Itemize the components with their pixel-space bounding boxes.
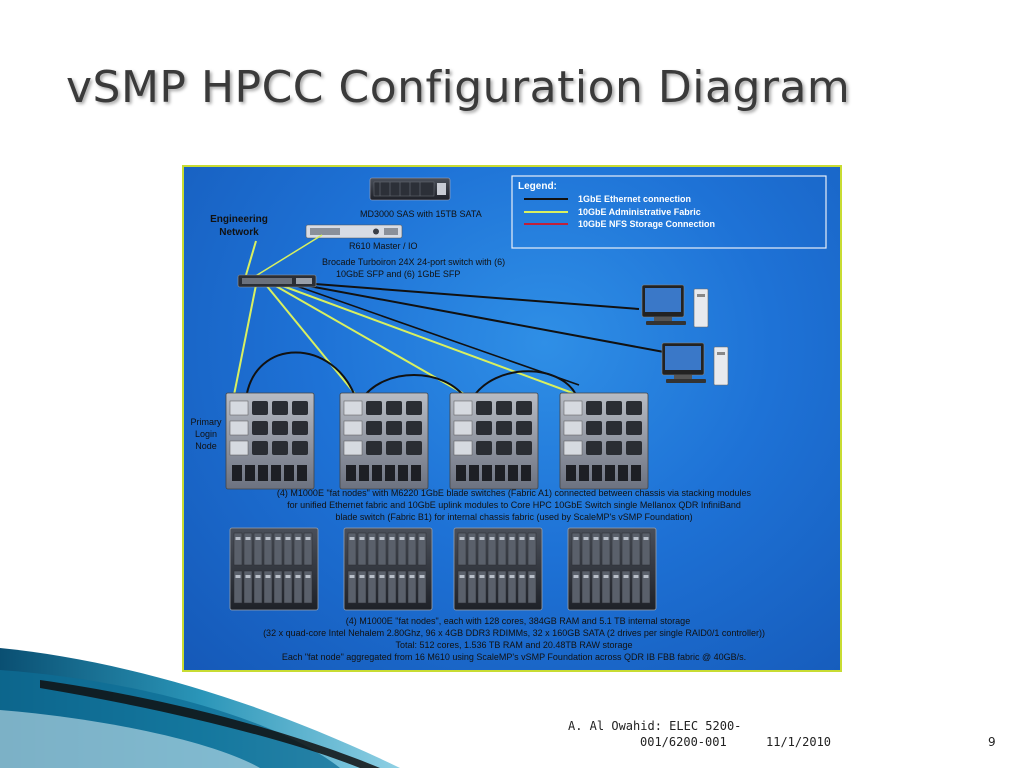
legend-box <box>511 175 827 249</box>
legend-title: Legend: <box>518 181 557 192</box>
link-switch-chassis-2 <box>265 284 357 396</box>
link-switch-desktop-1 <box>275 280 640 310</box>
storage-label: MD3000 SAS with 15TB SATA <box>360 209 482 219</box>
legend-label-admin: 10GbE Administrative Fabric <box>578 207 701 217</box>
m1000e-chassis-rear-icon <box>339 392 429 490</box>
md3000-storage-icon <box>369 177 451 201</box>
m1000e-chassis-rear-icon <box>449 392 539 490</box>
master-label: R610 Master / IO <box>349 241 418 251</box>
footer-author: A. Al Owahid: ELEC 5200- 001/6200-001 <box>560 718 760 750</box>
stack-link-3 <box>471 370 579 400</box>
core-switch-icon <box>237 274 317 288</box>
connection-lines <box>233 234 665 400</box>
caption-bottom-line-2: (32 x quad-core Intel Nehalem 2.80Ghz, 9… <box>263 628 765 638</box>
m1000e-blade-chassis-icon <box>343 527 433 611</box>
caption-bottom-line-1: (4) M1000E "fat nodes", each with 128 co… <box>346 616 690 626</box>
r610-master-server-icon <box>305 224 403 239</box>
link-switch-chassis-4 <box>279 284 579 396</box>
diagram-frame: Legend: 1GbE Ethernet connection 10GbE A… <box>182 165 842 672</box>
primary-login-label-3: Node <box>195 441 217 451</box>
corner-swoosh-decoration <box>0 648 400 768</box>
switch-label-2: 10GbE SFP and (6) 1GbE SFP <box>336 269 460 279</box>
m1000e-chassis-rear-icon <box>559 392 649 490</box>
caption-top-line-2: for unified Ethernet fabric and 10GbE up… <box>287 500 741 510</box>
m1000e-blade-chassis-icon <box>453 527 543 611</box>
m1000e-chassis-rear-icon <box>225 392 315 490</box>
m1000e-blade-chassis-icon <box>567 527 657 611</box>
desktop-pc-icon <box>661 342 729 386</box>
footer-author-line-1: A. Al Owahid: ELEC 5200- <box>568 719 742 733</box>
desktop-pc-icon <box>641 284 709 328</box>
primary-login-label-1: Primary <box>191 417 222 427</box>
footer-date: 11/1/2010 <box>766 735 832 749</box>
caption-bottom-line-4: Each "fat node" aggregated from 16 M610 … <box>282 652 746 662</box>
caption-top-line-3: blade switch (Fabric B1) for internal ch… <box>335 512 692 522</box>
caption-bottom-line-3: Total: 512 cores, 1.536 TB RAM and 20.48… <box>395 640 632 650</box>
link-switch-chassis-1 <box>233 284 257 396</box>
link-engineering-switch <box>245 240 257 276</box>
switch-label-1: Brocade Turboiron 24X 24-port switch wit… <box>322 257 505 267</box>
page-title: vSMP HPCC Configuration Diagram <box>66 62 851 113</box>
stack-link-1 <box>245 351 357 400</box>
caption-top-line-1: (4) M1000E "fat nodes" with M6220 1GbE b… <box>277 488 752 498</box>
legend-label-ethernet: 1GbE Ethernet connection <box>578 194 691 204</box>
legend-label-nfs: 10GbE NFS Storage Connection <box>578 219 715 229</box>
footer-author-line-2: 001/6200-001 <box>640 735 727 749</box>
stack-link-2 <box>361 374 467 400</box>
page-number: 9 <box>988 735 996 749</box>
chassis-rear-row <box>225 392 649 490</box>
link-switch-desktop-2 <box>281 280 665 353</box>
engineering-network-label-2: Network <box>219 227 259 238</box>
link-switch-master <box>253 234 323 278</box>
rack-front-row <box>229 527 657 611</box>
m1000e-blade-chassis-icon <box>229 527 319 611</box>
legend: Legend: 1GbE Ethernet connection 10GbE A… <box>511 175 827 249</box>
engineering-network-label-1: Engineering <box>210 214 268 225</box>
diagram-canvas: Legend: 1GbE Ethernet connection 10GbE A… <box>191 175 827 662</box>
primary-login-label-2: Login <box>195 429 217 439</box>
link-switch-ethernet-3 <box>287 282 580 386</box>
